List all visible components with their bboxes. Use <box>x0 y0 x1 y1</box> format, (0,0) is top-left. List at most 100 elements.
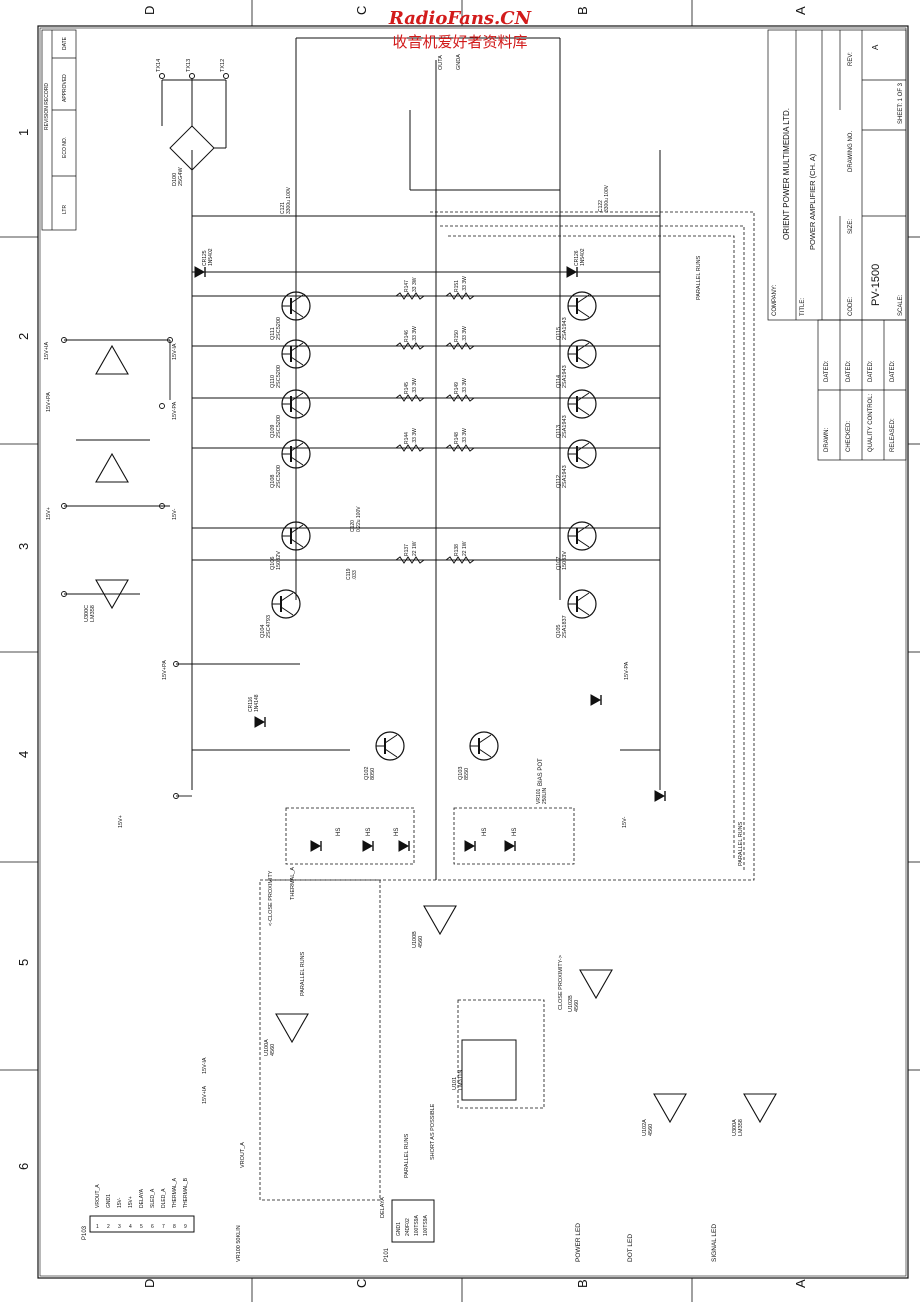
zone-letter-bot-4: A <box>793 1279 808 1288</box>
p103-pin-num-6: 6 <box>151 1224 154 1230</box>
resistor-r145 <box>395 394 425 402</box>
resistor-r151 <box>445 292 475 300</box>
zone-letter-top-3: B <box>575 6 590 15</box>
title-block <box>767 29 907 461</box>
code-label: CODE: <box>848 297 854 316</box>
heatsink-label-1: HS <box>336 828 342 836</box>
rev-col-eco: ECO NO. <box>62 137 68 158</box>
label-r138-val: 22 1W <box>462 541 468 556</box>
diode-cr114 <box>654 790 666 802</box>
net-close-proximity-right: CLOSE PROXIMITY-> <box>558 955 564 1010</box>
opamp-u102a <box>653 1093 687 1124</box>
label-q105-ref: Q105 <box>556 625 562 638</box>
resistor-r149 <box>445 394 475 402</box>
transistor-q106 <box>281 521 311 551</box>
drawing-title: POWER AMPLIFIER (CH. A) <box>808 153 817 250</box>
released-label: RELEASED: <box>890 418 896 452</box>
label-r150-ref: R150 <box>454 330 460 342</box>
net-vrout-a: VROUT_A <box>240 1142 246 1168</box>
bridge-rectifier <box>159 73 229 171</box>
label-r151-val: .33 3W <box>462 276 468 292</box>
resistor-r146 <box>395 342 425 350</box>
rail-15v-plus-pa: 15V+PA <box>46 392 52 412</box>
parallel-runs-box <box>259 211 755 1201</box>
zone-letter-bot-2: C <box>354 1279 369 1288</box>
zone-letter-bot-1: D <box>142 1279 157 1288</box>
label-u100a-val: 4560 <box>270 1044 276 1056</box>
rail-15v-plus-ia-2: 15V+IA <box>202 1085 208 1104</box>
net-gnda: GNDA <box>456 54 462 70</box>
resistor-r147 <box>395 292 425 300</box>
transistor-q109 <box>281 389 311 419</box>
dated-label-1: DATED: <box>824 360 830 382</box>
transistor-q105 <box>567 589 597 619</box>
connector-p101 <box>391 1199 435 1243</box>
label-u300a-val: LM358 <box>738 1119 744 1136</box>
supply-rails <box>191 37 661 880</box>
inner-frame <box>39 27 907 1277</box>
label-r145-val: .33 3W <box>412 378 418 394</box>
label-r146-ref: R146 <box>404 330 410 342</box>
label-q102-val: 8050 <box>370 768 376 780</box>
zone-num-6: 6 <box>16 1163 31 1170</box>
transistor-q103 <box>469 731 499 761</box>
drawn-label: DRAWN: <box>824 428 830 452</box>
transistor-q112 <box>567 439 597 469</box>
led-dot-label: DOT LED <box>627 1234 634 1262</box>
heatsink-label-5: HS <box>512 828 518 836</box>
label-q108-ref: Q108 <box>270 475 276 488</box>
label-vr101-val: 250LIN <box>542 787 548 804</box>
label-q112-ref: Q112 <box>556 475 562 488</box>
label-c120-val: 0.22u 100V <box>356 506 362 532</box>
label-u100b-val: 4560 <box>418 936 424 948</box>
label-q111-val: 2SC5200 <box>276 317 282 340</box>
label-q114-val: 2SA1943 <box>562 365 568 388</box>
rail-15v-minus-ia-2: 15V-IA <box>202 1057 208 1074</box>
company-name: ORIENT POWER MULTIMEDIA LTD. <box>782 108 791 240</box>
p103-pin-num-5: 5 <box>140 1224 143 1230</box>
transistor-q108 <box>281 439 311 469</box>
label-r144-ref: R144 <box>404 432 410 444</box>
product-code: PV-1500 <box>870 264 882 306</box>
rev-col-date: DATE <box>62 36 68 50</box>
rail-15v-minus-ia: 15V-IA <box>172 343 178 360</box>
label-q109-val: 2SC5200 <box>276 415 282 438</box>
heatsink-label-2: HS <box>366 828 372 836</box>
revision-header: REVISION RECORD <box>44 83 50 130</box>
connector-p103-ref: P103 <box>82 1225 88 1240</box>
title-label: TITLE: <box>800 298 806 316</box>
diode-hs4 <box>464 840 476 852</box>
transistor-q110 <box>281 339 311 369</box>
label-c120-ref: C120 <box>350 520 356 532</box>
opamp-u300a <box>743 1093 777 1124</box>
company-label: COMPANY: <box>772 284 778 316</box>
connector-p103 <box>89 1215 195 1233</box>
p103-pin-num-2: 2 <box>107 1224 110 1230</box>
label-r138-ref: R138 <box>454 544 460 556</box>
comparator-u101 <box>461 1039 517 1101</box>
label-q102-ref: Q102 <box>364 767 370 780</box>
left-supply-nets <box>61 337 660 799</box>
label-q115-val: 2SA1943 <box>562 317 568 340</box>
pot-vr100: VR100 50KLIN <box>236 1225 242 1262</box>
opamp-u100b <box>423 905 457 936</box>
rev-label: REV: <box>848 52 854 66</box>
p101-pin-3: 100TS9A <box>414 1214 420 1236</box>
label-r149-val: .33 3W <box>462 378 468 394</box>
label-q112-val: 2SA1943 <box>562 465 568 488</box>
label-c121-ref: C121 <box>280 202 286 214</box>
label-r151-ref: R151 <box>454 280 460 292</box>
rev-value: A <box>871 44 880 50</box>
p103-pin-2: GND1 <box>106 1194 112 1208</box>
checked-label: CHECKED: <box>846 421 852 452</box>
quality-label: QUALITY CONTROL: <box>868 393 874 452</box>
net-parallel-runs-bot: PARALLEL RUNS <box>404 1133 410 1178</box>
resistor-r137 <box>395 556 425 564</box>
dated-label-2: DATED: <box>846 360 852 382</box>
label-q108-val: 2SC5200 <box>276 465 282 488</box>
revision-record: REVISION RECORD LTR ECO NO. APPROVED DAT… <box>41 29 77 231</box>
label-u102b-val: 4560 <box>574 1000 580 1012</box>
